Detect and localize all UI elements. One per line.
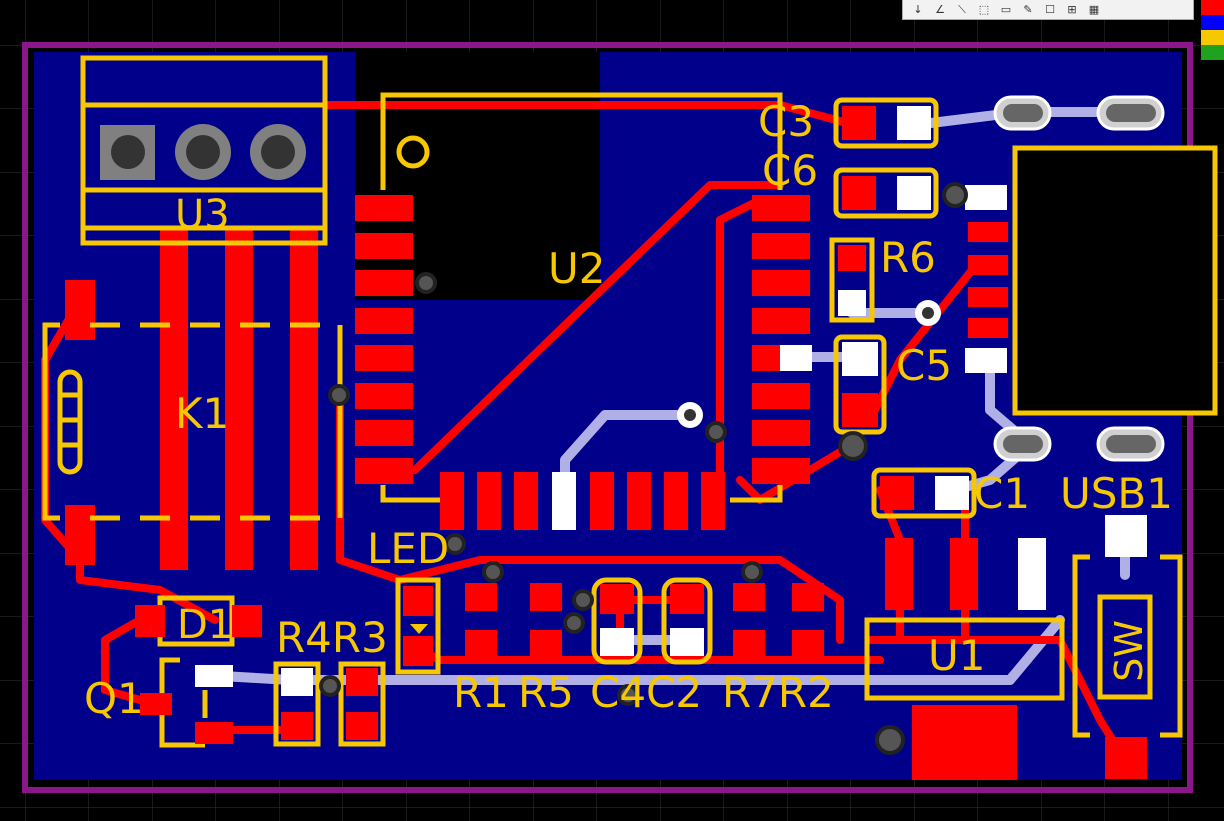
label-c6: C6 xyxy=(762,146,818,195)
vias xyxy=(319,182,968,755)
u1-footprint[interactable] xyxy=(864,538,1065,780)
pcb-toolbar: ↓ ∠ ⟍ ⬚ ▭ ✎ ☐ ⊞ ▦ xyxy=(902,0,1194,20)
label-d1: D1 xyxy=(177,602,233,648)
label-u2: U2 xyxy=(548,244,605,293)
label-led: LED xyxy=(367,524,449,573)
c1-footprint[interactable] xyxy=(871,467,977,519)
angle-icon[interactable]: ∠ xyxy=(935,3,945,16)
usb1-keepout xyxy=(1015,148,1215,413)
layer-swatch-other[interactable] xyxy=(1201,45,1224,60)
led-polarity-marker xyxy=(410,624,428,634)
table-icon[interactable]: ▦ xyxy=(1088,3,1100,16)
r6-c5-footprints[interactable] xyxy=(780,237,887,435)
pen-icon[interactable]: ✎ xyxy=(1023,3,1033,16)
label-u1: U1 xyxy=(928,631,985,680)
label-c5: C5 xyxy=(896,341,952,390)
label-sw: SW xyxy=(1107,620,1151,682)
silkscreen-labels: U3 U2 K1 C3 C6 R6 C5 C1 USB1 LED D1 R4R3… xyxy=(84,97,1173,723)
rectangle-icon[interactable]: ▭ xyxy=(1000,3,1012,16)
label-c4c2: C4C2 xyxy=(590,668,702,717)
usb1-footprint[interactable] xyxy=(965,95,1218,462)
label-c3: C3 xyxy=(758,97,814,146)
d1-q1-r4-footprints[interactable] xyxy=(135,595,386,748)
label-k1: K1 xyxy=(175,389,229,438)
layer-swatch-silkscreen[interactable] xyxy=(1201,30,1224,45)
u3-k1-bus xyxy=(65,230,318,570)
c3-c6-footprints[interactable] xyxy=(833,97,939,219)
arrow-down-icon[interactable]: ↓ xyxy=(913,3,923,16)
layer-swatch-bottom[interactable] xyxy=(1201,15,1224,30)
label-usb1: USB1 xyxy=(1060,469,1173,518)
label-r1: R1 xyxy=(453,668,509,717)
u2-footprint[interactable] xyxy=(355,92,810,530)
label-r5: R5 xyxy=(518,668,574,717)
component-icon[interactable]: ⊞ xyxy=(1067,3,1077,16)
board-outline xyxy=(22,42,1193,793)
layer-swatches xyxy=(1201,0,1224,60)
passive-row[interactable] xyxy=(395,577,824,675)
layer-swatch-top[interactable] xyxy=(1201,0,1224,15)
label-r7r2: R7R2 xyxy=(722,668,834,717)
dashed-rect-icon[interactable]: ⬚ xyxy=(978,3,990,16)
u3-footprint[interactable] xyxy=(80,55,328,246)
label-r4r3: R4R3 xyxy=(276,613,388,662)
square-icon[interactable]: ☐ xyxy=(1045,3,1055,16)
route-icon[interactable]: ⟍ xyxy=(958,2,966,16)
k1-footprint[interactable] xyxy=(42,322,343,521)
label-u3: U3 xyxy=(175,192,230,238)
sw-footprint[interactable] xyxy=(1072,515,1183,779)
label-r6: R6 xyxy=(880,233,936,282)
label-c1: C1 xyxy=(974,469,1030,518)
label-q1: Q1 xyxy=(84,674,144,723)
